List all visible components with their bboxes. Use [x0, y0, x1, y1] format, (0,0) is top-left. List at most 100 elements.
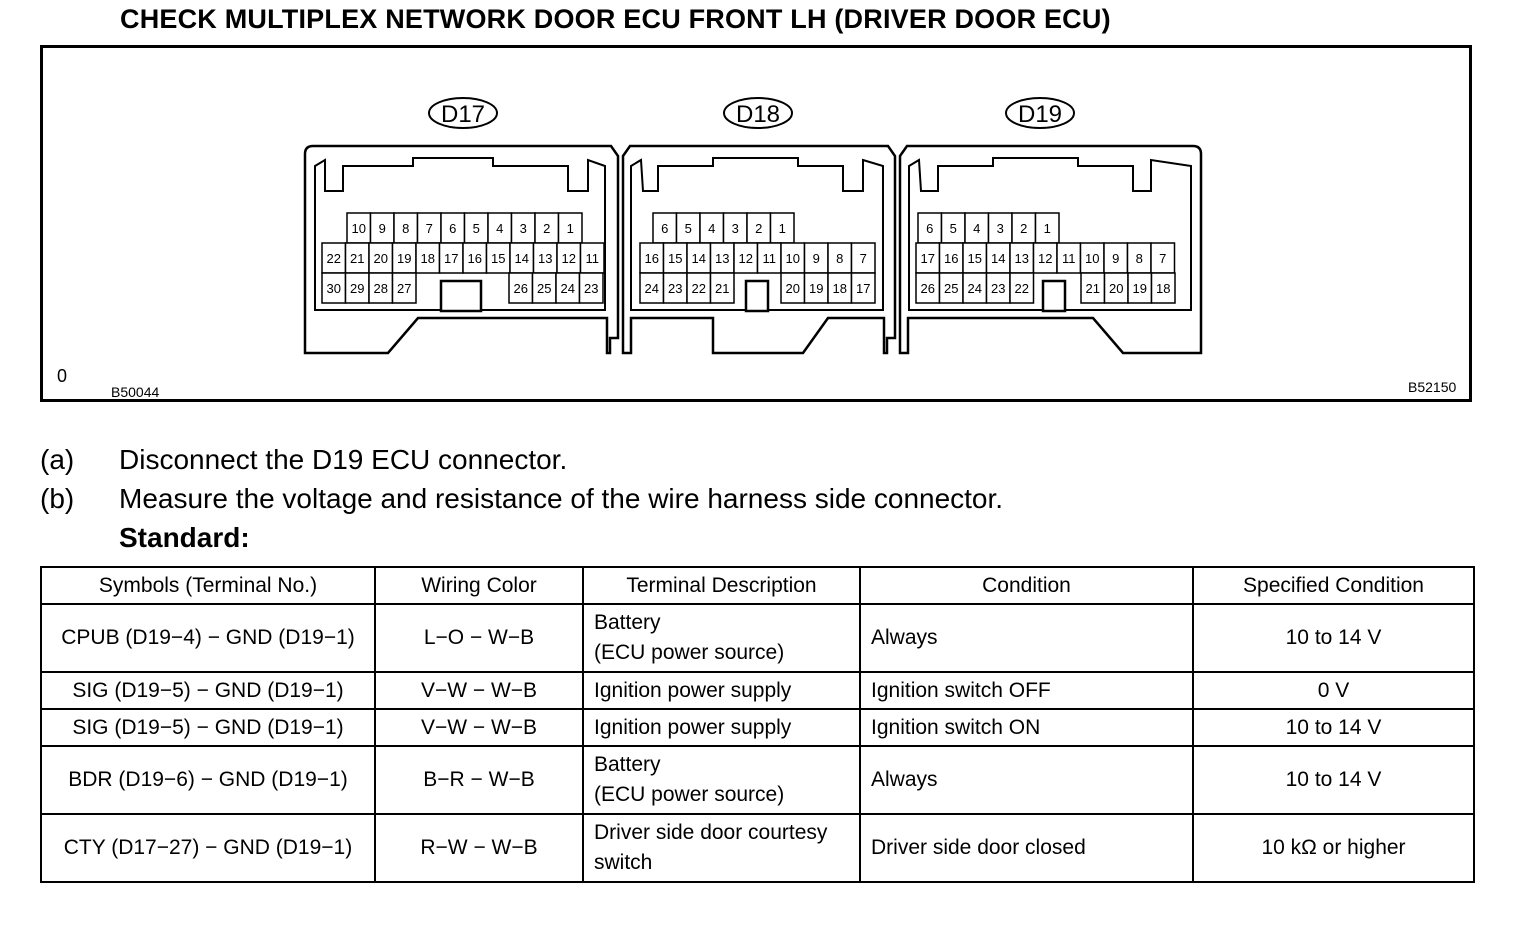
connector-label-text: D19: [1018, 101, 1062, 128]
terminal-cell: 16: [462, 242, 488, 274]
terminal-cell: 2: [1011, 212, 1037, 244]
step-label: (a): [40, 444, 75, 475]
connector-label: D19: [1005, 97, 1075, 129]
cell-symbols: CTY (D17−27) − GND (D19−1): [40, 813, 376, 883]
terminal-number: 24: [645, 281, 659, 296]
cell-wiring: V−W − W−B: [374, 708, 584, 747]
table-row: CTY (D17−27) − GND (D19−1) R−W − W−B Dri…: [40, 813, 1475, 883]
terminal-cell: 8: [827, 242, 853, 274]
terminal-cell: 14: [985, 242, 1011, 274]
terminal-cell: 17: [915, 242, 941, 274]
cell-condition: Always: [859, 745, 1194, 815]
terminal-cell: 25: [938, 272, 964, 304]
cell-condition: Driver side door closed: [859, 813, 1194, 883]
terminal-cell: 30: [321, 272, 347, 304]
terminal-number: 22: [327, 251, 341, 266]
corner-mark: 0: [57, 366, 67, 386]
terminal-number: 14: [515, 251, 529, 266]
terminal-cell: 25: [531, 272, 557, 304]
terminal-cell: 20: [368, 242, 394, 274]
terminal-number: 23: [991, 281, 1005, 296]
terminal-number: 9: [379, 221, 386, 236]
page-title: CHECK MULTIPLEX NETWORK DOOR ECU FRONT L…: [120, 4, 1111, 34]
cell-condition: Ignition switch OFF: [859, 671, 1194, 710]
terminal-cell: 4: [487, 212, 513, 244]
terminal-number: 14: [991, 251, 1005, 266]
terminal-number: 4: [708, 221, 715, 236]
cell-spec: 10 kΩ or higher: [1192, 813, 1475, 883]
terminal-cell: 18: [415, 242, 441, 274]
terminal-number: 10: [1085, 251, 1099, 266]
cell-wiring: R−W − W−B: [374, 813, 584, 883]
terminal-cell: 7: [850, 242, 876, 274]
terminal-number: 20: [1109, 281, 1123, 296]
terminal-number: 26: [514, 281, 528, 296]
terminal-cell: 7: [416, 212, 442, 244]
terminal-cell: 4: [964, 212, 990, 244]
terminal-number: 2: [543, 221, 550, 236]
connector-label-text: D17: [441, 101, 485, 128]
terminal-cell: 5: [463, 212, 489, 244]
terminal-cell: 3: [510, 212, 536, 244]
terminal-cell: 15: [962, 242, 988, 274]
terminal-number: 19: [1133, 281, 1147, 296]
terminal-cell: 10: [346, 212, 372, 244]
terminal-cell: 9: [369, 212, 395, 244]
cell-spec: 0 V: [1192, 671, 1475, 710]
terminal-number: 9: [1112, 251, 1119, 266]
terminal-number: 21: [1086, 281, 1100, 296]
terminal-number: 13: [538, 251, 552, 266]
terminal-number: 8: [1136, 251, 1143, 266]
terminal-number: 8: [402, 221, 409, 236]
cell-spec: 10 to 14 V: [1192, 745, 1475, 815]
terminal-cell: 23: [662, 272, 688, 304]
terminal-number: 1: [567, 221, 574, 236]
terminal-cell: 19: [1127, 272, 1153, 304]
table-header-row: Symbols (Terminal No.) Wiring Color Term…: [40, 566, 1475, 605]
terminal-number: 16: [468, 251, 482, 266]
terminal-number: 6: [661, 221, 668, 236]
terminal-number: 12: [1038, 251, 1052, 266]
terminal-number: 25: [537, 281, 551, 296]
terminal-number: 22: [692, 281, 706, 296]
connector-label-text: D18: [736, 101, 780, 128]
cell-symbols: BDR (D19−6) − GND (D19−1): [40, 745, 376, 815]
terminal-cell: 9: [803, 242, 829, 274]
cell-condition: Always: [859, 603, 1194, 673]
terminal-number: 21: [715, 281, 729, 296]
terminal-cell: 23: [578, 272, 604, 304]
terminal-cell: 19: [391, 242, 417, 274]
terminal-cell: 9: [1103, 242, 1129, 274]
terminal-cell: 18: [1150, 272, 1176, 304]
cell-description: Battery(ECU power source): [582, 745, 861, 815]
connector-label: D17: [428, 97, 498, 129]
cell-wiring: V−W − W−B: [374, 671, 584, 710]
terminal-cell: 21: [1080, 272, 1106, 304]
step-b: (b) Measure the voltage and resistance o…: [40, 479, 1003, 518]
terminal-cell: 17: [850, 272, 876, 304]
connector-label: D18: [723, 97, 793, 129]
terminal-cell: 15: [485, 242, 511, 274]
step-label: (b): [40, 483, 75, 514]
column-header: Condition: [859, 566, 1194, 605]
connector-labels: D17 D18 D19: [428, 97, 1075, 129]
step-a: (a) Disconnect the D19 ECU connector.: [40, 440, 1003, 479]
terminal-number: 2: [755, 221, 762, 236]
terminal-number: 5: [473, 221, 480, 236]
terminal-cell: 12: [1032, 242, 1058, 274]
terminal-cell: 6: [917, 212, 943, 244]
terminal-number: 10: [786, 251, 800, 266]
cell-spec: 10 to 14 V: [1192, 603, 1475, 673]
terminal-number: 13: [715, 251, 729, 266]
terminal-cell: 13: [532, 242, 558, 274]
terminal-number: 18: [421, 251, 435, 266]
terminal-number: 16: [944, 251, 958, 266]
terminal-cell: 22: [686, 272, 712, 304]
terminal-number: 6: [449, 221, 456, 236]
terminal-number: 7: [860, 251, 867, 266]
desc-line: Battery: [594, 611, 661, 634]
cell-symbols: CPUB (D19−4) − GND (D19−1): [40, 603, 376, 673]
